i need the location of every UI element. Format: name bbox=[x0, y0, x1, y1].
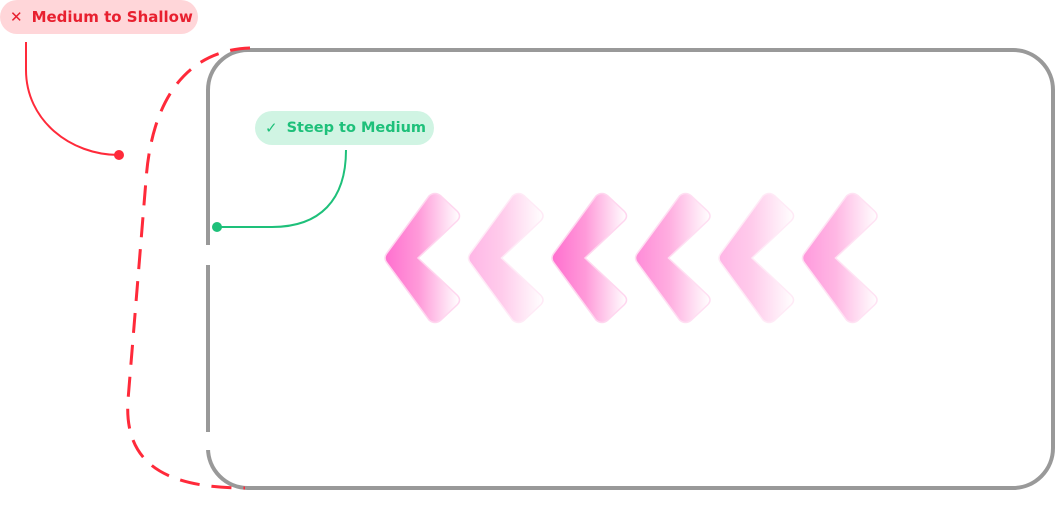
bad-connector-dot bbox=[114, 150, 124, 160]
chevron-left-icon bbox=[801, 192, 878, 324]
chevron-left-icon bbox=[384, 192, 461, 324]
chevron-left-icon bbox=[551, 192, 628, 324]
bad-connector bbox=[25, 42, 120, 156]
chevron-left-icon bbox=[634, 192, 711, 324]
medium-to-shallow-label: ✕ Medium to Shallow bbox=[0, 0, 198, 34]
check-icon: ✓ bbox=[265, 119, 278, 137]
good-connector bbox=[217, 149, 347, 228]
chevron-left-icon bbox=[467, 192, 544, 324]
bad-label-text: Medium to Shallow bbox=[31, 8, 193, 26]
device-frame bbox=[206, 48, 1055, 490]
steep-to-medium-label: ✓ Steep to Medium bbox=[255, 111, 434, 145]
shallow-curve-dashed bbox=[126, 46, 251, 490]
chevron-left-icon bbox=[718, 192, 795, 324]
x-icon: ✕ bbox=[10, 8, 23, 26]
good-connector-dot bbox=[212, 222, 222, 232]
good-label-text: Steep to Medium bbox=[286, 120, 427, 136]
